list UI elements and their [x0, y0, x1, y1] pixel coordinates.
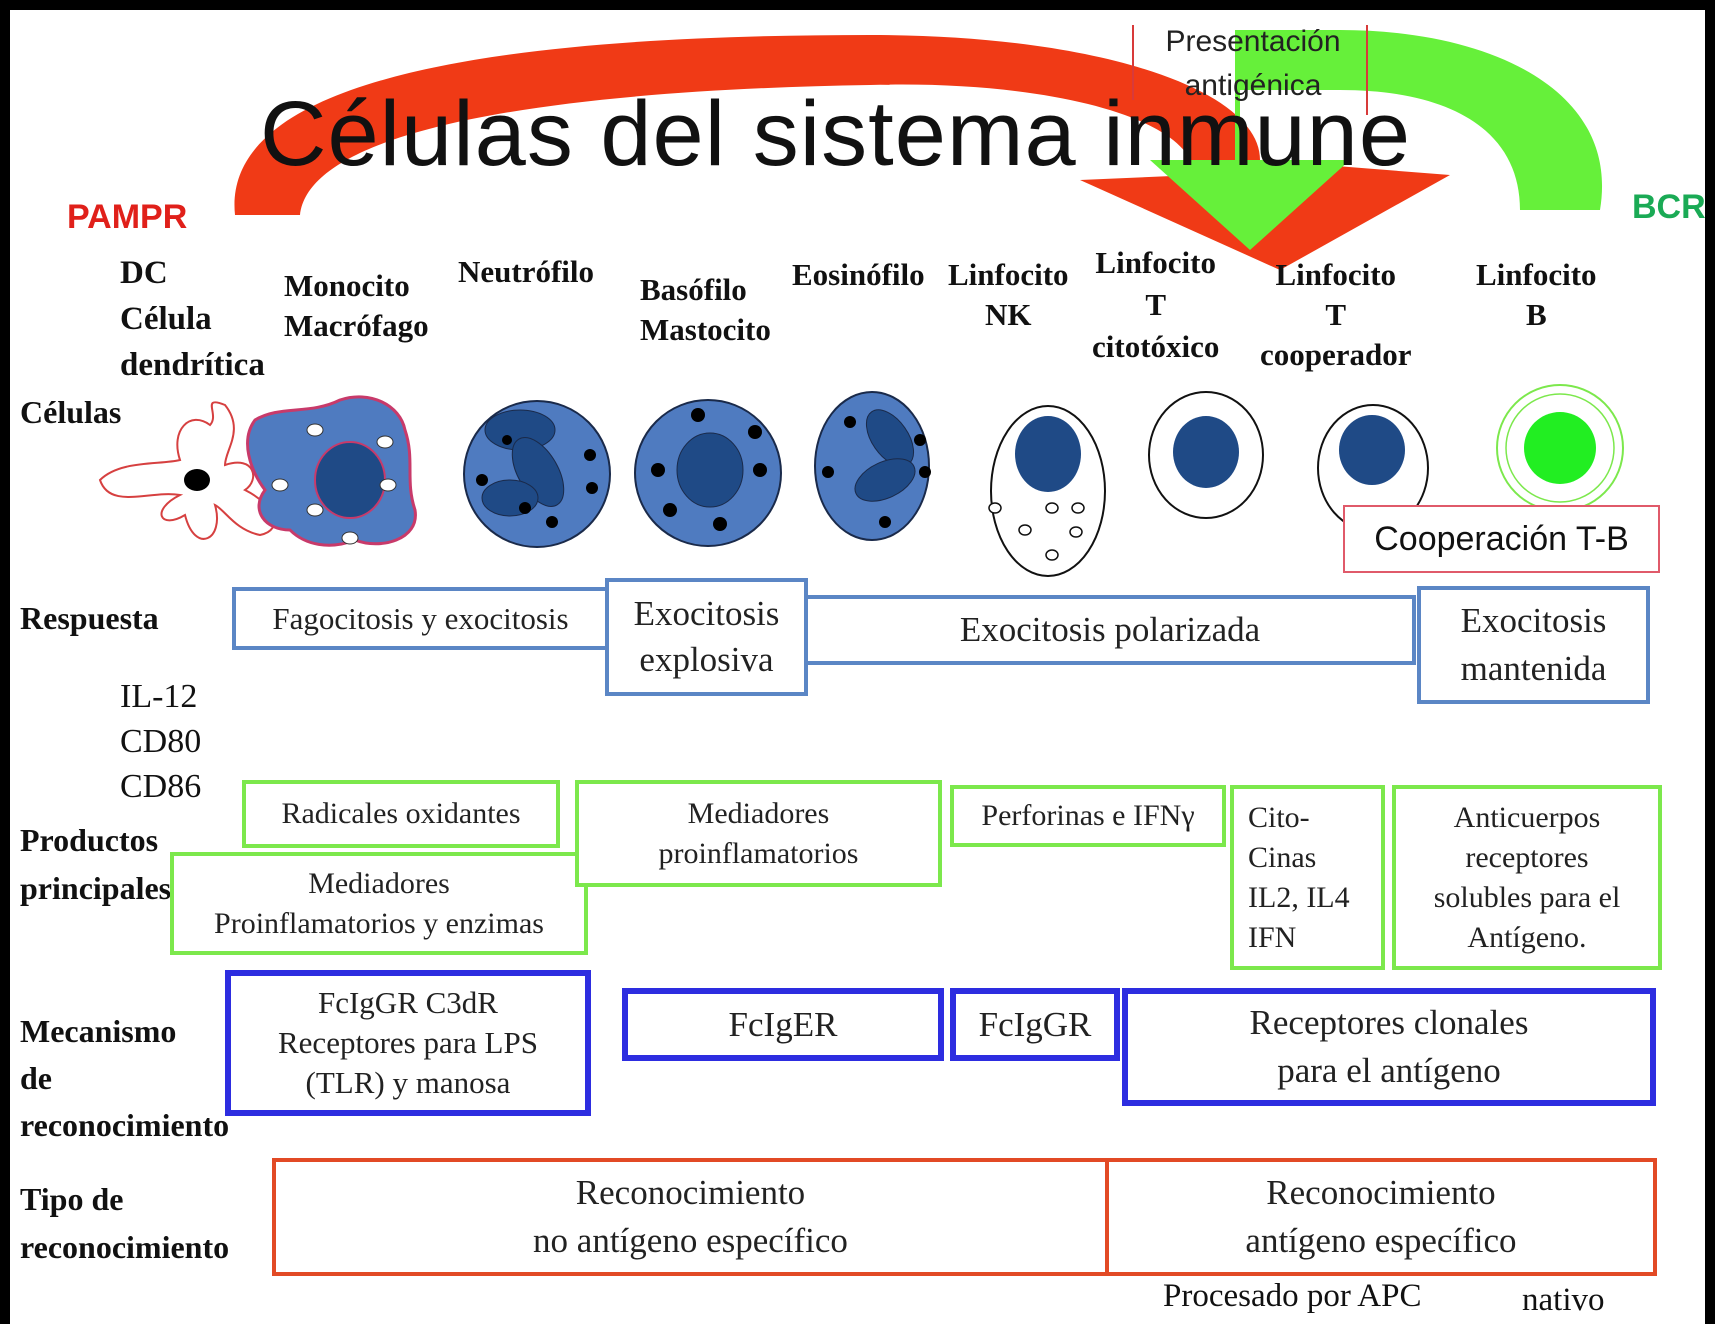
header-dendritic-cell: DC Célula dendrítica — [120, 255, 265, 383]
header-basophil: Basófilo Mastocito — [640, 272, 771, 347]
row-label-products: Productos principales — [20, 822, 172, 906]
green-arc-arrow — [1150, 30, 1603, 250]
row-label-mechanism: Mecanismo de reconocimiento — [20, 1013, 230, 1143]
header-monocyte: Monocito Macrófago — [284, 268, 429, 343]
product-proinflammatory-mediators: Mediadores proinflamatorios — [575, 780, 942, 887]
header-neutrophil: Neutrófilo — [458, 254, 595, 289]
t-cytotoxic-icon — [1148, 391, 1264, 519]
nk-cell-icon — [988, 405, 1106, 577]
header-eosinophil: Eosinófilo — [792, 257, 925, 292]
pampr-label: PAMPR — [67, 198, 188, 236]
product-perforins: Perforinas e IFNγ — [950, 785, 1226, 847]
type-specific: Reconocimiento antígeno específico — [1105, 1158, 1657, 1276]
dendritic-cell-icon — [98, 401, 276, 540]
header-t-helper: Linfocito T cooperador — [1260, 257, 1412, 372]
page-title: Células del sistema inmune — [260, 83, 1411, 185]
t-helper-icon — [1317, 404, 1429, 532]
b-cell-icon — [1496, 384, 1624, 512]
response-explosive: Exocitosis explosiva — [605, 578, 808, 696]
mechanism-fcigg-c3d-tlr: FcIgGR C3dR Receptores para LPS (TLR) y … — [225, 970, 591, 1116]
bcr-label: BCR — [1632, 188, 1705, 226]
footnote-apc: Procesado por APC — [1163, 1278, 1422, 1314]
row-label-type: Tipo de reconocimiento — [20, 1181, 230, 1265]
product-cytokines: Cito- Cinas IL2, IL4 IFN — [1230, 785, 1385, 970]
product-oxidants: Radicales oxidantes — [242, 780, 560, 848]
mechanism-fcigg-nk: FcIgGR — [950, 988, 1120, 1061]
response-sustained: Exocitosis mantenida — [1417, 586, 1650, 704]
neutrophil-icon — [463, 400, 611, 548]
slide: Células del sistema inmune Presentación … — [10, 10, 1705, 1324]
header-t-cytotoxic: Linfocito T citotóxico — [1092, 245, 1220, 364]
row-label-response: Respuesta — [20, 600, 159, 636]
header-b-cell: Linfocito B — [1476, 257, 1597, 332]
basophil-icon — [634, 399, 782, 547]
mechanism-clonal-receptors: Receptores clonales para el antígeno — [1122, 988, 1656, 1106]
diagram-graphics — [98, 25, 1624, 577]
footnote-native: nativo — [1522, 1282, 1605, 1318]
presentation-label: Presentación antigénica — [1165, 25, 1341, 102]
eosinophil-icon — [814, 391, 931, 541]
cooperation-tb-box: Cooperación T-B — [1343, 505, 1660, 573]
type-non-specific: Reconocimiento no antígeno específico — [272, 1158, 1109, 1276]
macrophage-icon — [246, 395, 417, 547]
row-label-cells: Células — [20, 394, 122, 430]
header-nk: Linfocito NK — [948, 257, 1069, 332]
response-phagocytosis: Fagocitosis y exocitosis — [232, 587, 609, 650]
response-polarized: Exocitosis polarizada — [804, 595, 1416, 665]
product-antibodies: Anticuerpos receptores solubles para el … — [1392, 785, 1662, 970]
red-arc-arrow — [234, 35, 1451, 270]
product-proinflammatory-enzymes: Mediadores Proinflamatorios y enzimas — [170, 852, 588, 955]
mechanism-fcige: FcIgER — [622, 988, 944, 1061]
dc-markers: IL-12 CD80 CD86 — [120, 678, 202, 805]
